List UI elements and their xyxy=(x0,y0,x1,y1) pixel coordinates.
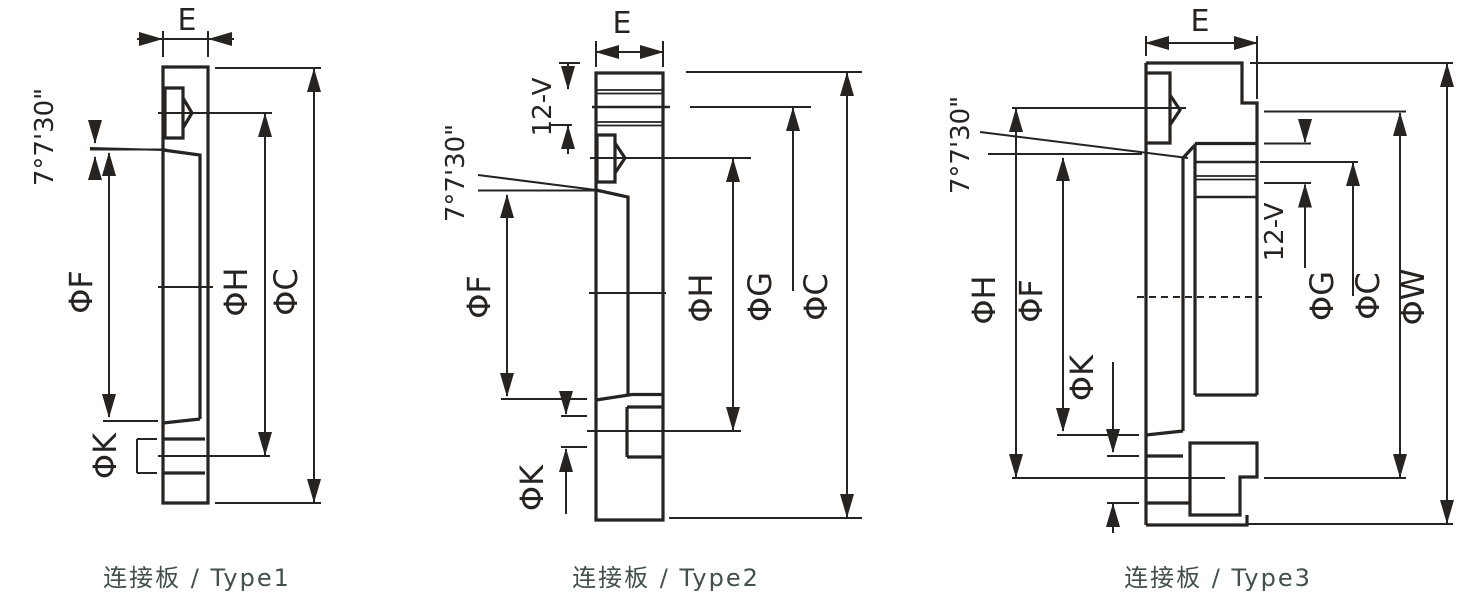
type2-groove-lines xyxy=(596,89,663,127)
type3-bottom-left-steps xyxy=(1146,454,1190,505)
type1-screw-hole-symbol xyxy=(163,86,185,140)
type2-label-v: 12-V xyxy=(528,77,558,136)
type1-caption: 连接板 / Type1 xyxy=(103,564,291,592)
type1-label-e: E xyxy=(178,3,197,38)
type1-label-f: ΦF xyxy=(62,270,100,314)
type3-hub-outline xyxy=(1193,141,1257,397)
type3-hub-chamfer xyxy=(1181,144,1196,160)
type1-c-ref-lines xyxy=(215,67,321,504)
type1-label-angle: 7°7'30" xyxy=(30,88,60,186)
type1-bottom-steps xyxy=(164,437,205,475)
type2-v-ticks xyxy=(551,62,580,126)
type3-label-c: ΦC xyxy=(1349,272,1387,320)
type3-groove-pair xyxy=(1195,175,1257,181)
type2-label-c: ΦC xyxy=(797,273,835,321)
type3-groove-lines xyxy=(1195,160,1257,199)
type2-c-ref-lines xyxy=(669,71,862,519)
type2-label-e: E xyxy=(613,6,632,41)
type2-label-angle: 7°7'30" xyxy=(441,124,471,222)
type3-view: E 7°7'30" ΦH ΦF ΦK 12-V ΦG ΦC ΦW xyxy=(946,4,1454,592)
type3-label-g: ΦG xyxy=(1303,271,1341,321)
type2-view: E 12-V 7°7'30" ΦF ΦK ΦH ΦG ΦC 连接板 / Type… xyxy=(441,6,862,592)
type3-e-extension-lines xyxy=(1145,36,1258,99)
type1-view: E 7°7'30" ΦF ΦH ΦC ΦK 连接板 / Type1 xyxy=(30,3,321,592)
type3-label-angle: 7°7'30" xyxy=(946,96,976,194)
type1-label-h: ΦH xyxy=(217,267,255,316)
type3-caption: 连接板 / Type3 xyxy=(1124,564,1312,592)
type2-label-h: ΦH xyxy=(682,273,720,322)
type3-v-ticks xyxy=(1264,142,1311,184)
type2-plate-outline xyxy=(594,71,665,522)
type2-e-extension-lines xyxy=(595,41,664,67)
type2-k-ticks xyxy=(561,415,587,448)
type1-taper-bore xyxy=(162,148,202,425)
type2-taper-bore xyxy=(595,188,663,402)
type3-k-ticks xyxy=(1107,455,1139,504)
type1-k-bracket xyxy=(136,438,157,474)
type3-screw-hole-cone xyxy=(1168,94,1182,126)
type3-label-h: ΦH xyxy=(965,275,1003,324)
type3-top-right-profile xyxy=(1146,61,1259,395)
type2-label-k: ΦK xyxy=(513,464,551,511)
type1-label-c: ΦC xyxy=(267,268,305,316)
type3-label-w: ΦW xyxy=(1394,269,1432,326)
type2-label-f: ΦF xyxy=(460,275,498,319)
type2-screw-hole-symbol xyxy=(595,133,617,184)
type2-label-g: ΦG xyxy=(741,272,779,322)
type3-label-e: E xyxy=(1191,4,1210,39)
type3-taper-bore xyxy=(1145,158,1185,437)
type3-label-k: ΦK xyxy=(1063,354,1101,401)
type3-label-v: 12-V xyxy=(1260,202,1290,261)
type3-label-f: ΦF xyxy=(1012,279,1050,323)
type3-w-ref-lines xyxy=(1248,62,1453,525)
type3-bottom-step-box xyxy=(1188,441,1259,517)
type2-caption: 连接板 / Type2 xyxy=(572,564,760,592)
type3-bottom-edge xyxy=(1146,515,1249,527)
type1-label-k: ΦK xyxy=(86,432,124,479)
type3-c-ref-lines xyxy=(1264,110,1406,479)
type1-plate-outline xyxy=(161,65,210,505)
type2-angle-slant-line xyxy=(477,174,597,191)
